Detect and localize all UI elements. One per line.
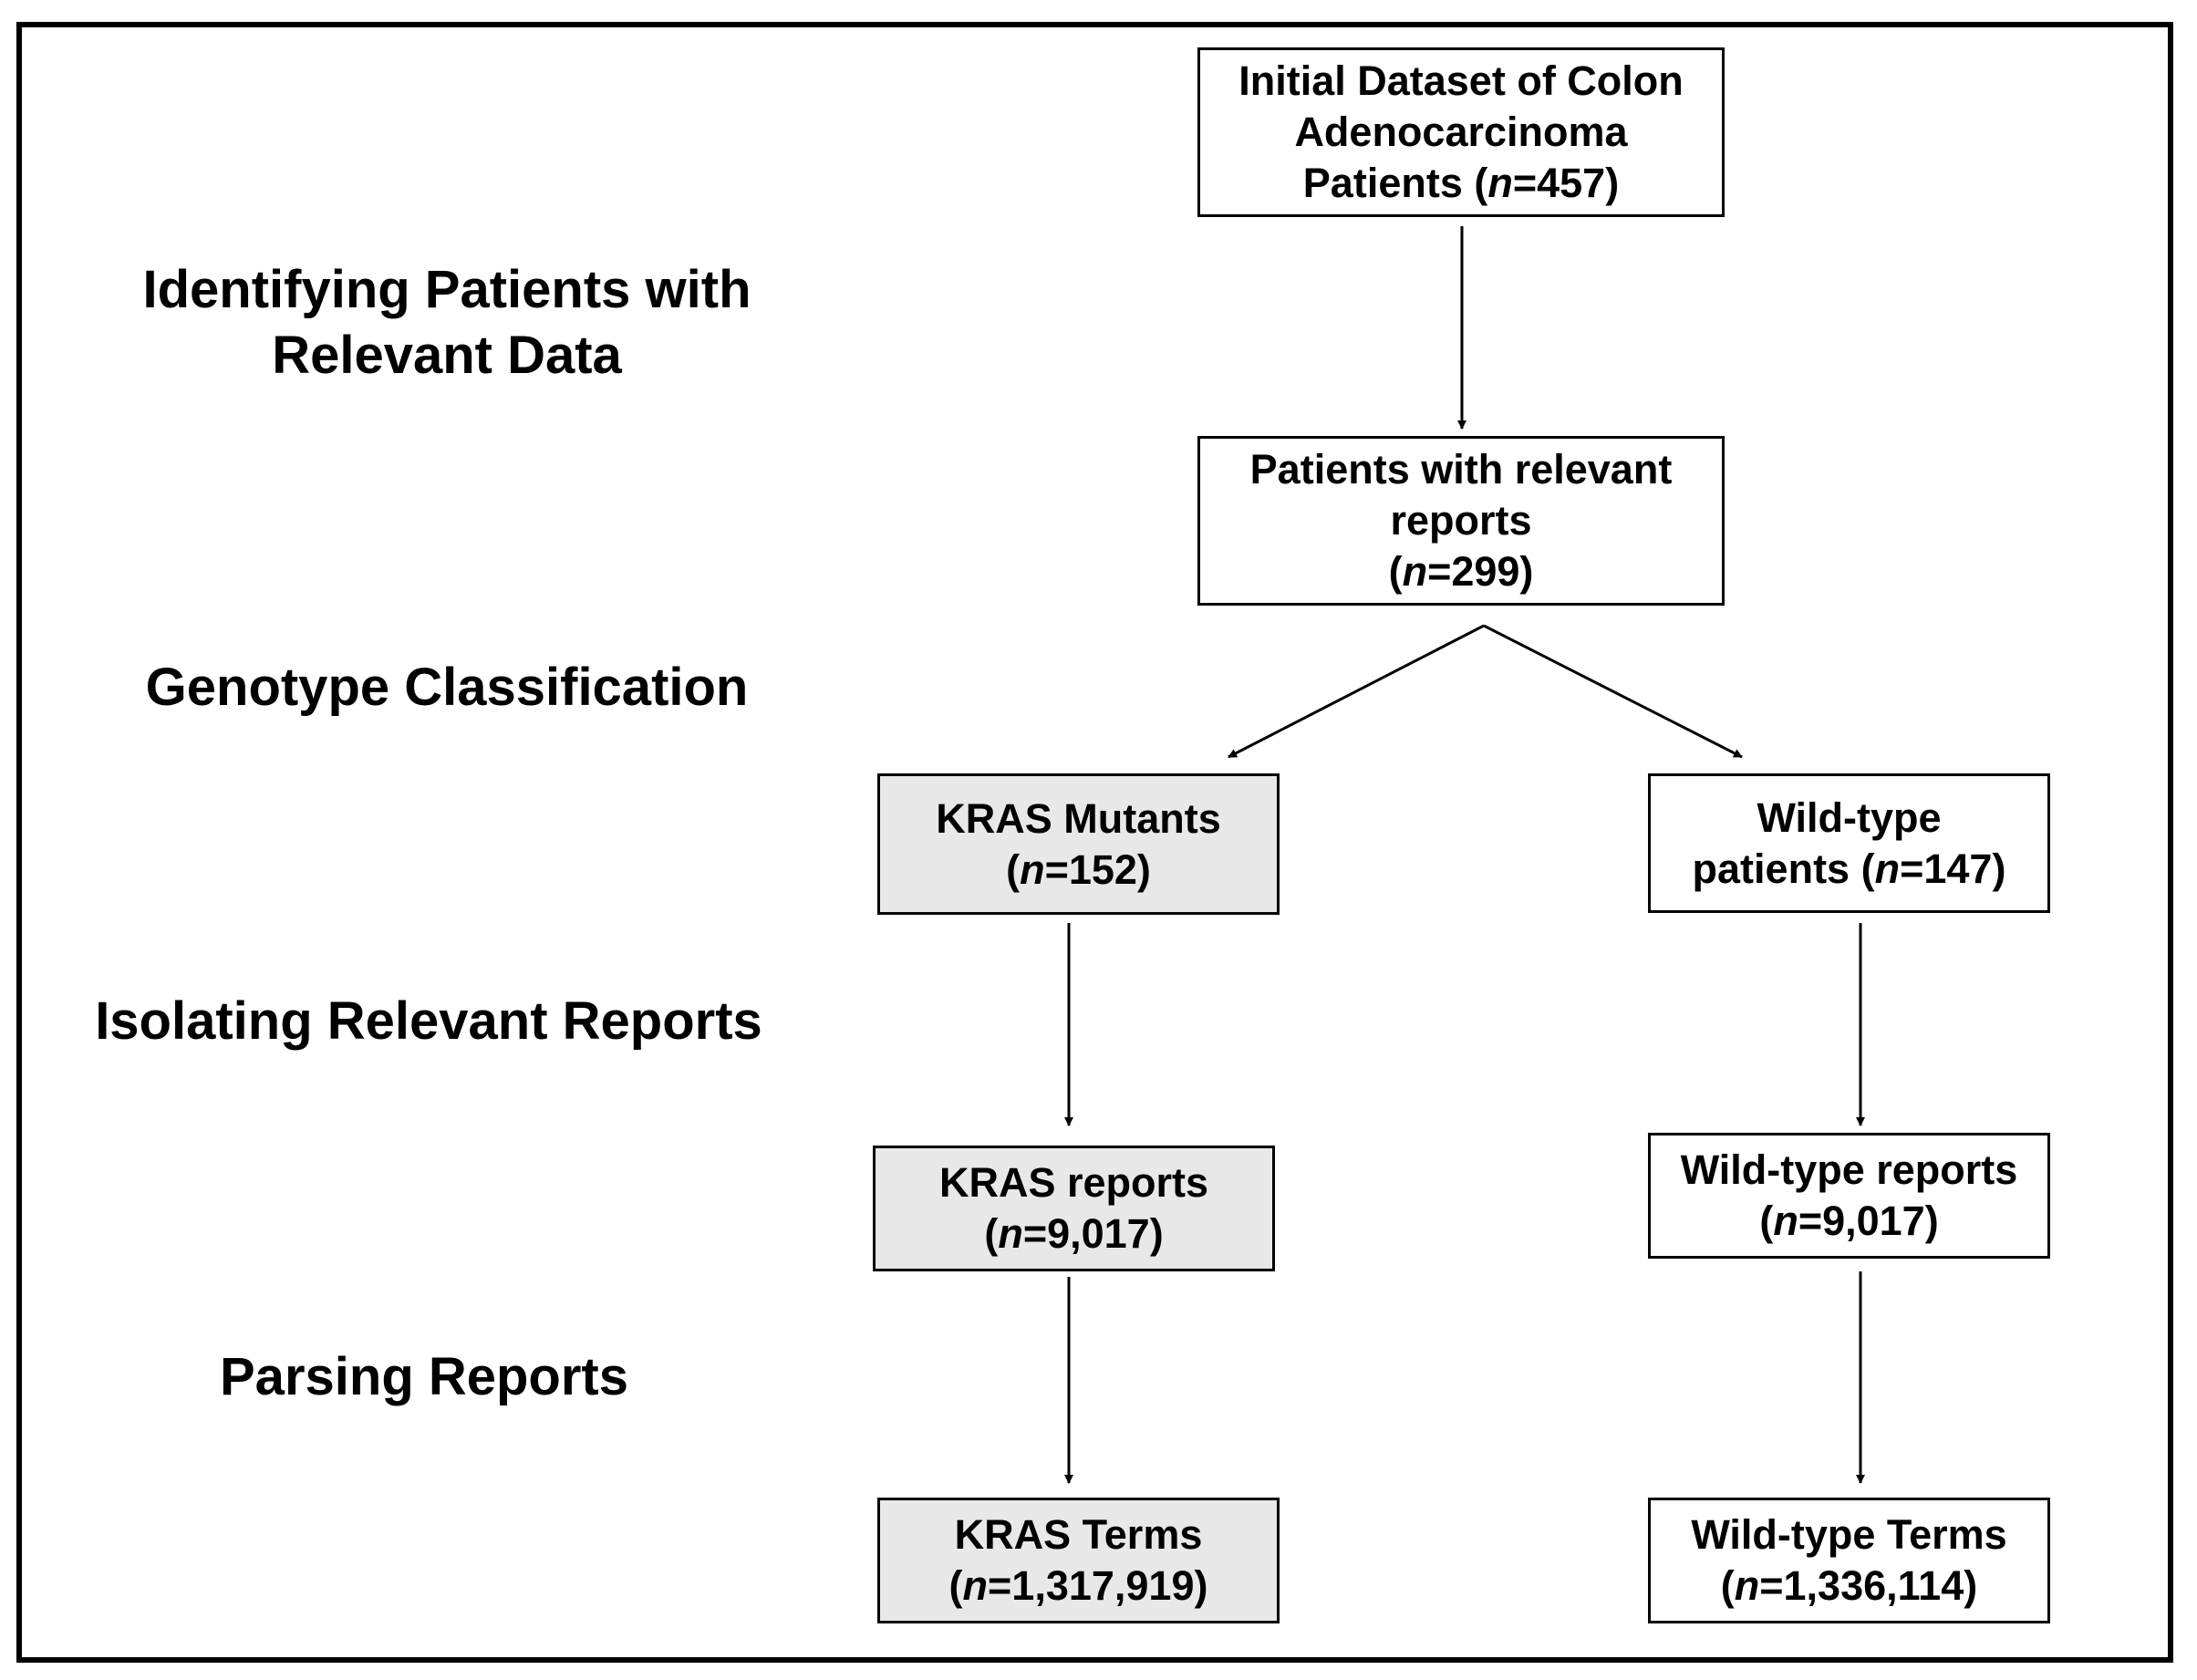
node-wildtype-reports-prefix: ( xyxy=(1759,1198,1774,1244)
node-kras-mutants-line-1: KRAS Mutants xyxy=(936,794,1221,842)
node-kras-terms-n: n xyxy=(962,1562,989,1609)
arrow-relevant-to-kras-mutants xyxy=(1228,624,1485,759)
node-relevant-prefix: ( xyxy=(1388,548,1403,595)
node-wildtype-patients-count: patients (n=147) xyxy=(1693,844,2006,895)
node-relevant-n: n xyxy=(1402,548,1428,595)
node-kras-reports-value: =9,017) xyxy=(1022,1210,1164,1257)
node-kras-reports-n: n xyxy=(998,1210,1023,1257)
node-kras-terms-count: (n=1,317,919) xyxy=(949,1561,1208,1612)
node-initial-line-2: Adenocarcinoma xyxy=(1294,109,1628,155)
node-kras-terms-line-1: KRAS Terms xyxy=(954,1511,1203,1558)
node-initial-value: =457) xyxy=(1512,160,1620,206)
node-kras-mutants-value: =152) xyxy=(1044,845,1151,893)
node-kras-mutants: KRAS Mutants (n=152) xyxy=(877,773,1280,915)
node-kras-reports: KRAS reports (n=9,017) xyxy=(873,1146,1275,1271)
stage-isolating-line-1: Isolating Relevant Reports xyxy=(95,991,762,1051)
node-wildtype-terms-line-1: Wild-type Terms xyxy=(1691,1511,2007,1558)
stage-isolating-label: Isolating Relevant Reports xyxy=(73,989,784,1054)
node-wildtype-patients-n: n xyxy=(1874,845,1901,892)
node-wildtype-terms-value: =1,336,114) xyxy=(1759,1562,1978,1609)
stage-identifying-label: Identifying Patients with Relevant Data xyxy=(128,257,766,389)
node-wildtype-reports-n: n xyxy=(1773,1198,1798,1244)
node-wildtype-patients-value: =147) xyxy=(1900,845,2006,892)
node-relevant-value: =299) xyxy=(1427,548,1534,595)
node-relevant-line-2: reports xyxy=(1390,497,1532,544)
node-initial-n: n xyxy=(1487,160,1513,206)
node-kras-mutants-count: (n=152) xyxy=(1006,845,1151,896)
node-wildtype-reports-line-1: Wild-type reports xyxy=(1680,1146,2018,1193)
node-kras-reports-line-1: KRAS reports xyxy=(938,1159,1209,1206)
node-wildtype-patients: Wild-type patients (n=147) xyxy=(1648,773,2050,913)
stage-parsing-label: Parsing Reports xyxy=(137,1344,711,1410)
node-kras-reports-prefix: ( xyxy=(984,1210,999,1257)
node-kras-terms-value: =1,317,919) xyxy=(988,1562,1208,1609)
node-wildtype-patients-prefix: patients ( xyxy=(1692,845,1875,892)
node-kras-reports-count: (n=9,017) xyxy=(984,1208,1163,1260)
node-initial-line-1: Initial Dataset of Colon xyxy=(1238,57,1684,104)
node-wildtype-reports-value: =9,017) xyxy=(1798,1198,1939,1244)
node-kras-terms: KRAS Terms (n=1,317,919) xyxy=(877,1498,1280,1623)
node-kras-mutants-n: n xyxy=(1020,845,1045,893)
node-wildtype-terms: Wild-type Terms (n=1,336,114) xyxy=(1648,1498,2050,1623)
arrow-relevant-to-wildtype-patients xyxy=(1483,624,1743,759)
node-kras-terms-prefix: ( xyxy=(948,1562,963,1609)
stage-genotype-label: Genotype Classification xyxy=(128,655,766,721)
node-relevant-reports: Patients with relevant reports (n=299) xyxy=(1197,436,1725,606)
node-kras-mutants-prefix: ( xyxy=(1006,845,1021,893)
stage-genotype-line-1: Genotype Classification xyxy=(145,658,749,717)
node-initial-prefix: Patients ( xyxy=(1302,160,1488,206)
node-wildtype-patients-line-1: Wild-type xyxy=(1757,793,1942,841)
stage-parsing-line-1: Parsing Reports xyxy=(220,1347,628,1406)
node-initial-count: Patients (n=457) xyxy=(1303,158,1619,209)
node-wildtype-terms-count: (n=1,336,114) xyxy=(1721,1561,1977,1612)
node-wildtype-terms-n: n xyxy=(1734,1562,1760,1609)
node-wildtype-terms-prefix: ( xyxy=(1720,1562,1735,1609)
node-wildtype-reports-count: (n=9,017) xyxy=(1759,1196,1938,1247)
node-wildtype-reports: Wild-type reports (n=9,017) xyxy=(1648,1133,2050,1259)
node-initial-dataset: Initial Dataset of Colon Adenocarcinoma … xyxy=(1197,47,1725,217)
node-relevant-count: (n=299) xyxy=(1389,546,1534,597)
node-relevant-line-1: Patients with relevant xyxy=(1249,446,1673,493)
stage-identifying-line-1: Identifying Patients with xyxy=(142,260,751,319)
stage-identifying-line-2: Relevant Data xyxy=(272,326,622,385)
